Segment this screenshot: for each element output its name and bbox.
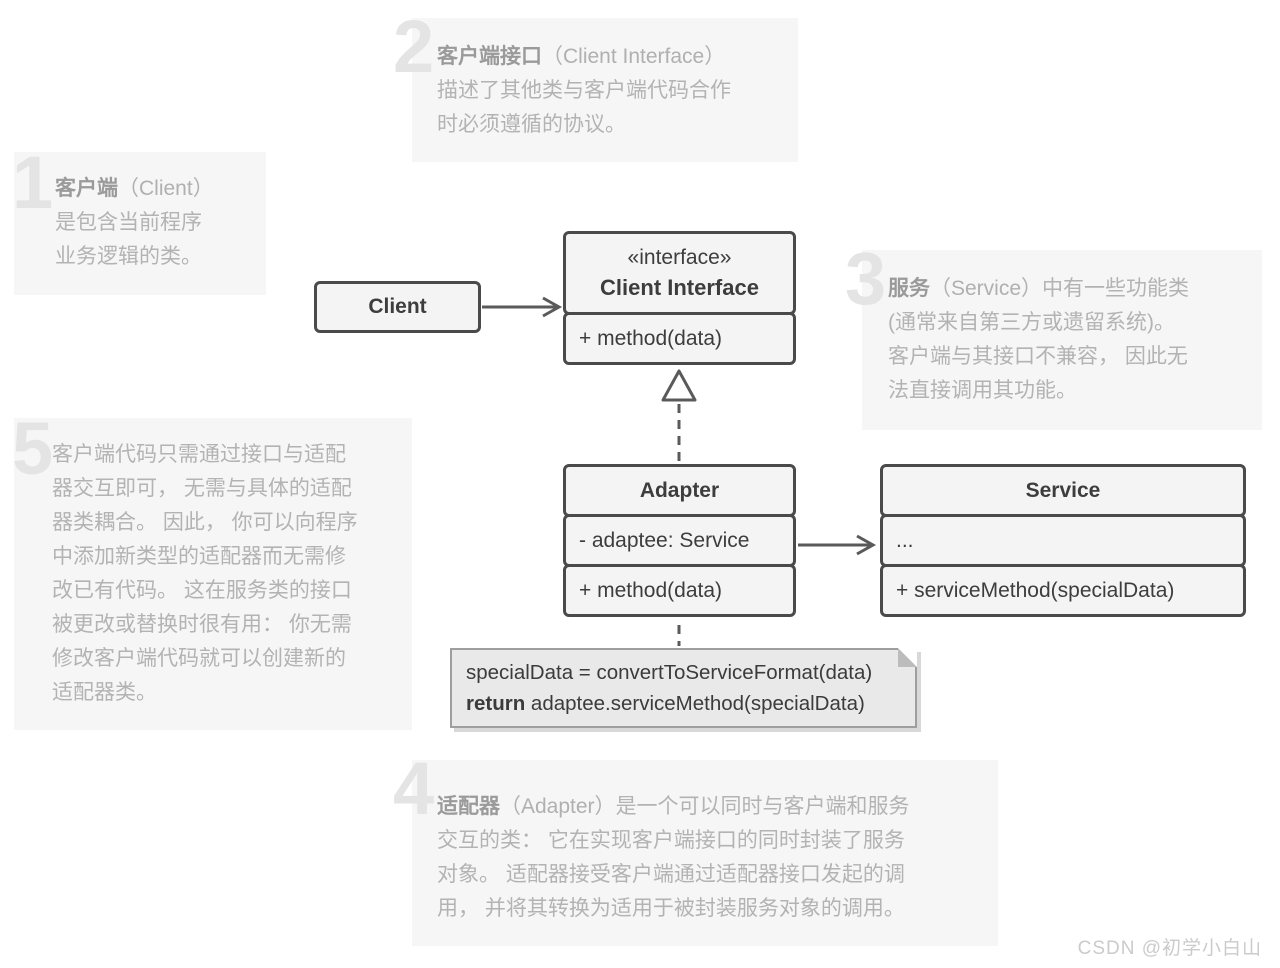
annotation-number-2: 2 [393, 5, 435, 88]
class-title: Client [314, 281, 481, 333]
annotation-body: 中有一些功能类 (通常来自第三方或遗留系统)。 客户端与其接口不兼容， 因此无 … [888, 277, 1190, 402]
annotation-body: 客户端代码只需通过接口与适配 器交互即可， 无需与具体的适配 器类耦合。 因此，… [52, 443, 358, 704]
class-box-service: Service ... + serviceMethod(specialData) [880, 464, 1246, 617]
annotation-panel-loose-coupling [14, 418, 412, 730]
annotation-text-service: 服务（Service）中有一些功能类 (通常来自第三方或遗留系统)。 客户端与其… [888, 272, 1189, 408]
class-method: + method(data) [563, 564, 796, 617]
annotation-text-client-interface: 客户端接口（Client Interface） 描述了其他类与客户端代码合作 时… [437, 40, 731, 142]
annotation-body: 是一个可以同时与客户端和服务 交互的类： 它在实现客户端接口的同时封装了服务 对… [437, 795, 910, 920]
annotation-number-3: 3 [845, 237, 887, 320]
annotation-english: （Client Interface） [542, 45, 726, 68]
class-title: Adapter [563, 464, 796, 517]
annotation-term: 适配器 [437, 795, 500, 818]
annotation-text-adapter: 适配器（Adapter）是一个可以同时与客户端和服务 交互的类： 它在实现客户端… [437, 790, 910, 926]
annotation-english: （Service） [930, 277, 1043, 300]
hollow-triangle-arrowhead-icon [661, 369, 697, 402]
class-box-client: Client [314, 281, 481, 333]
annotation-term: 客户端接口 [437, 45, 542, 68]
return-keyword: return [466, 692, 526, 715]
annotation-number-1: 1 [12, 141, 54, 224]
annotation-panel-adapter [412, 760, 998, 946]
annotation-term: 客户端 [55, 177, 118, 200]
class-field: - adaptee: Service [563, 514, 796, 567]
annotation-text-client: 客户端（Client） 是包含当前程序 业务逻辑的类。 [55, 172, 214, 274]
annotation-panel-client-interface [412, 18, 798, 162]
annotation-text-loose-coupling: 客户端代码只需通过接口与适配 器交互即可， 无需与具体的适配 器类耦合。 因此，… [52, 438, 358, 710]
open-arrowhead-icon [856, 534, 877, 556]
csdn-watermark: CSDN @初学小白山 [1077, 938, 1262, 959]
class-header: «interface» Client Interface [563, 231, 796, 315]
annotation-number-5: 5 [12, 407, 54, 490]
class-field: ... [880, 514, 1246, 567]
annotation-body: 是包含当前程序 业务逻辑的类。 [55, 211, 202, 268]
pseudocode-note: specialData = convertToServiceFormat(dat… [450, 648, 917, 728]
open-arrowhead-icon [542, 296, 563, 318]
class-title: Client Interface [600, 275, 759, 300]
note-line-2: return adaptee.serviceMethod(specialData… [466, 688, 915, 719]
annotation-term: 服务 [888, 277, 930, 300]
class-box-client-interface: «interface» Client Interface + method(da… [563, 231, 796, 365]
annotation-number-4: 4 [393, 747, 435, 830]
class-method: + method(data) [563, 312, 796, 365]
annotation-body: 描述了其他类与客户端代码合作 时必须遵循的协议。 [437, 79, 731, 136]
class-method: + serviceMethod(specialData) [880, 564, 1246, 617]
annotation-english: （Client） [118, 177, 214, 200]
annotation-panel-service [862, 250, 1262, 430]
stereotype-label: «interface» [627, 246, 732, 269]
annotation-panel-client [14, 152, 266, 295]
class-box-adapter: Adapter - adaptee: Service + method(data… [563, 464, 796, 617]
annotation-english: （Adapter） [500, 795, 616, 818]
class-title: Service [880, 464, 1246, 517]
note-line-2-rest: adaptee.serviceMethod(specialData) [525, 692, 865, 715]
note-line-1: specialData = convertToServiceFormat(dat… [466, 661, 873, 684]
